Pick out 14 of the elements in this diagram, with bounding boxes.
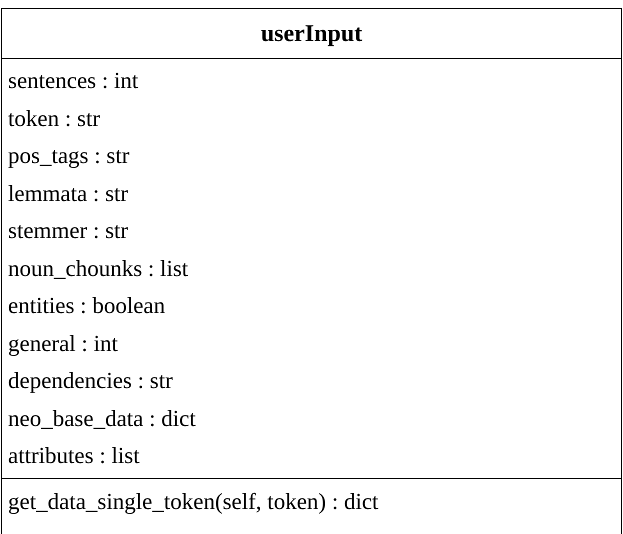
attribute-text: token : str	[8, 104, 101, 132]
attribute-text: entities : boolean	[8, 292, 166, 320]
method-text: get_data_single_token(self, token) : dict	[8, 488, 380, 516]
attribute-text: attributes : list	[8, 442, 141, 470]
attribute-text: lemmata : str	[8, 180, 130, 208]
attribute-text: dependencies : str	[8, 367, 174, 395]
class-name: userInput	[260, 20, 364, 48]
attribute-text: noun_chounks : list	[8, 254, 190, 282]
class-box	[1, 8, 622, 534]
attribute-text: sentences : int	[8, 67, 140, 95]
attribute-text: stemmer : str	[8, 217, 130, 245]
attribute-text: pos_tags : str	[8, 142, 130, 170]
attribute-text: neo_base_data : dict	[8, 404, 197, 432]
attribute-text: general : int	[8, 330, 119, 358]
